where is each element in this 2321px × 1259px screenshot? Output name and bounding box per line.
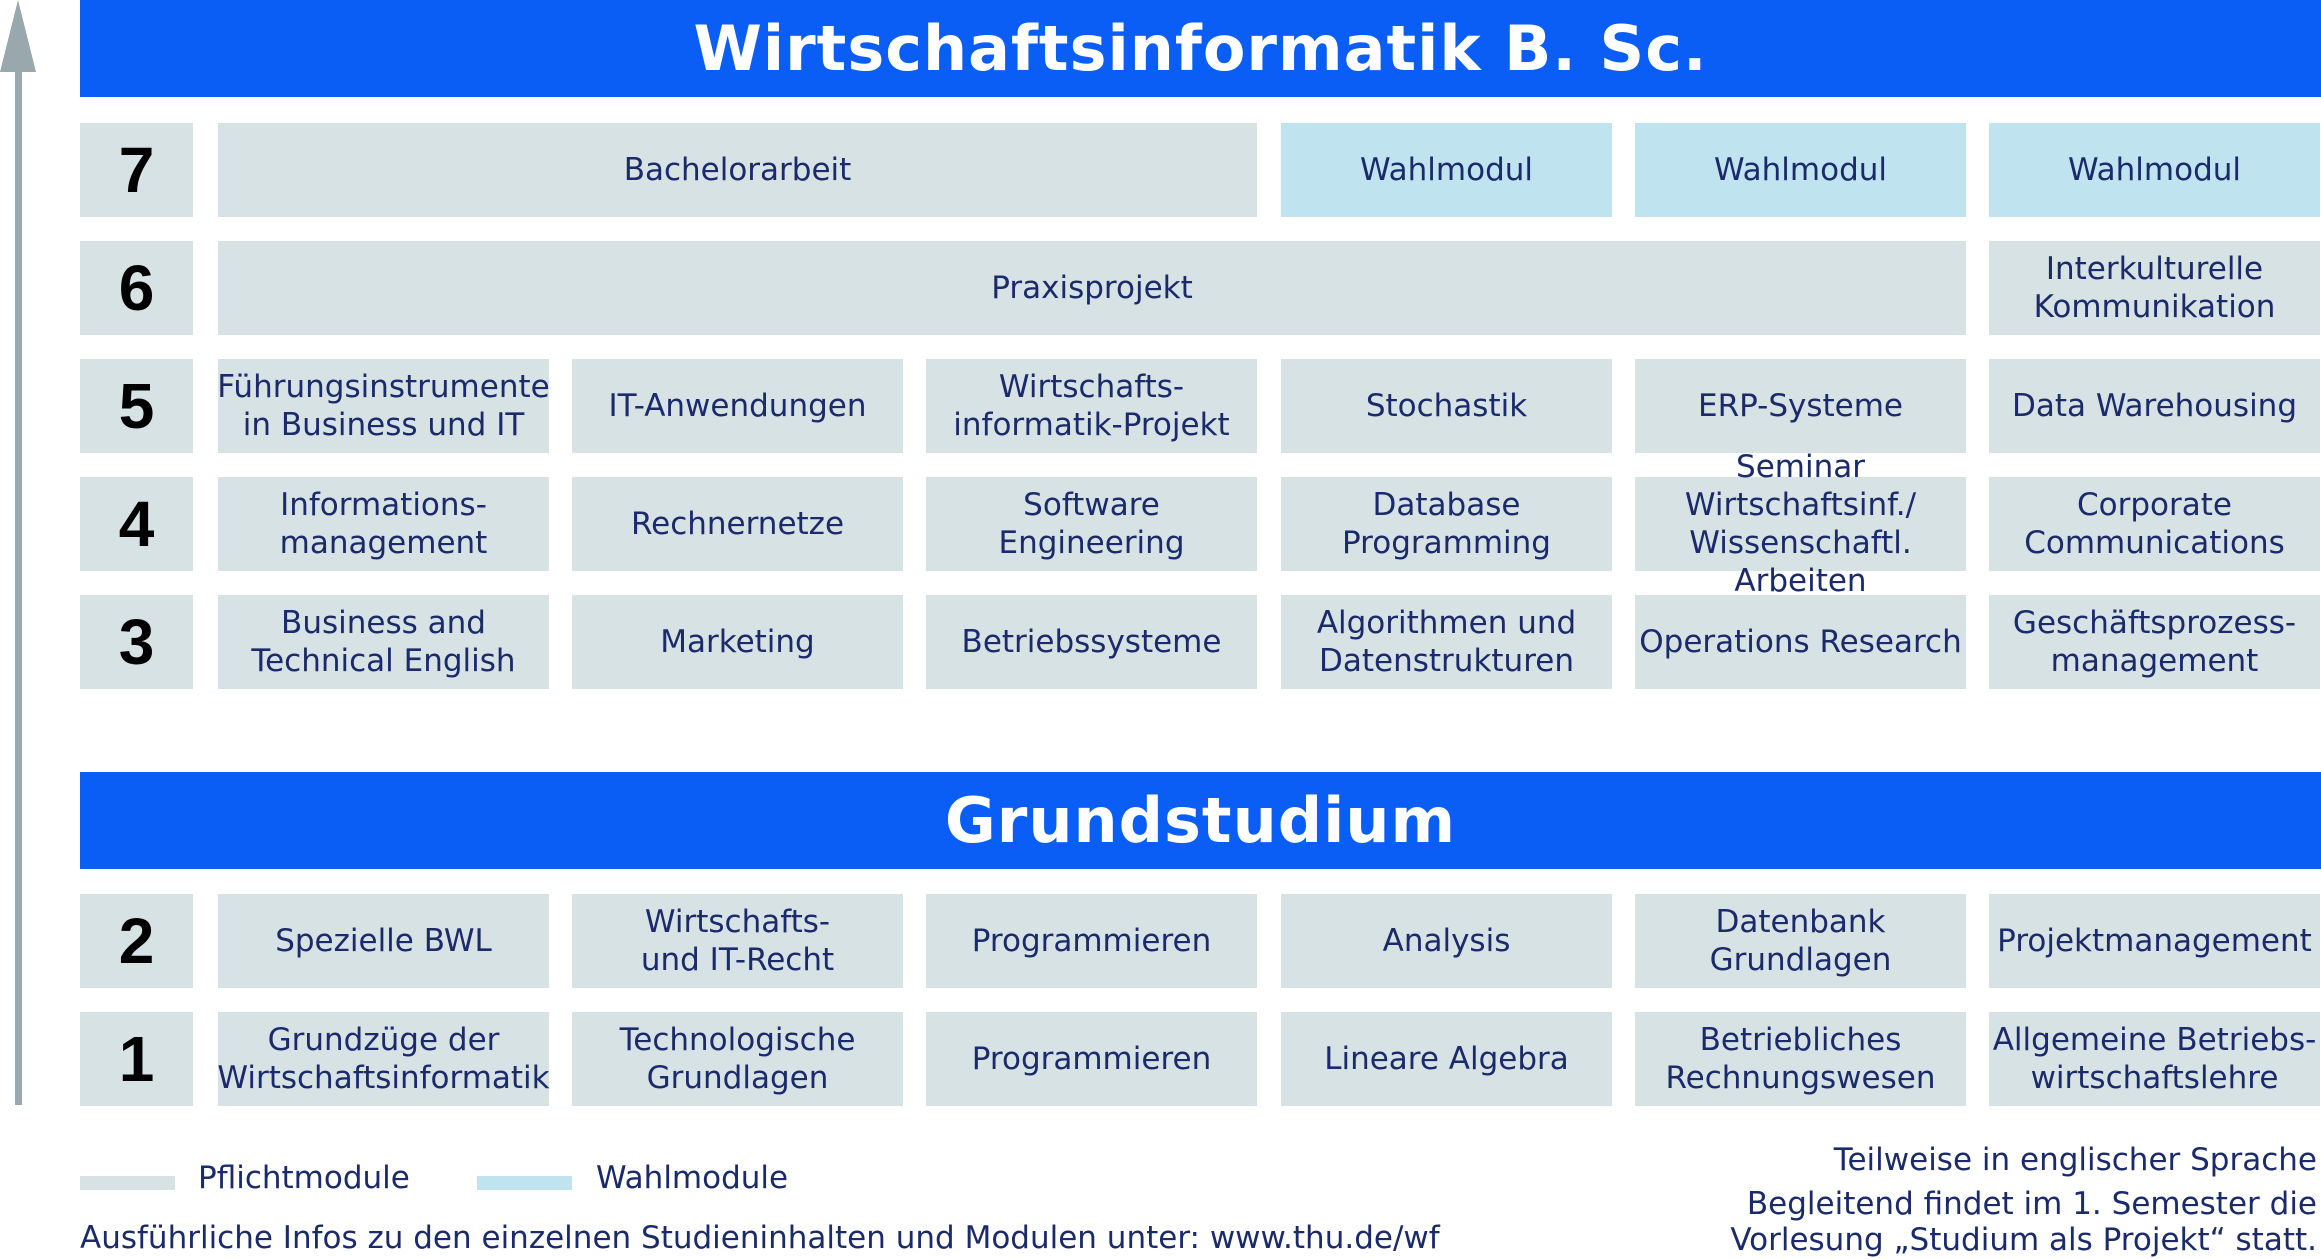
module-cell: Interkulturelle Kommunikation — [1989, 241, 2320, 335]
semester-number-5: 5 — [80, 359, 193, 453]
semester-number-7: 7 — [80, 123, 193, 217]
module-cell: Algorithmen und Datenstrukturen — [1281, 595, 1612, 689]
module-cell: Programmieren — [926, 1012, 1257, 1106]
legend-swatch-wahl — [477, 1176, 572, 1190]
module-cell: Betriebssysteme — [926, 595, 1257, 689]
module-cell: Analysis — [1281, 894, 1612, 988]
module-cell: Wahlmodul — [1281, 123, 1612, 217]
module-cell: Grundzüge der Wirtschaftsinformatik — [217, 1012, 550, 1106]
module-cell: IT-Anwendungen — [572, 359, 903, 453]
module-cell: Wahlmodul — [1989, 123, 2320, 217]
module-cell: Operations Research — [1635, 595, 1966, 689]
semester-number-6: 6 — [80, 241, 193, 335]
semester-number-4: 4 — [80, 477, 193, 571]
legend-label-wahl: Wahlmodule — [596, 1160, 789, 1196]
module-cell: Wirtschafts- informatik-Projekt — [926, 359, 1257, 453]
arrow-shaft — [15, 45, 22, 1105]
semester-number-3: 3 — [80, 595, 193, 689]
module-cell: Software Engineering — [926, 477, 1257, 571]
module-cell: Stochastik — [1281, 359, 1612, 453]
module-cell: Programmieren — [926, 894, 1257, 988]
module-cell: Technologische Grundlagen — [572, 1012, 903, 1106]
module-cell: Führungsinstrumente in Business und IT — [217, 359, 550, 453]
legend-label-pflicht: Pflichtmodule — [198, 1160, 410, 1196]
module-cell: Spezielle BWL — [218, 894, 549, 988]
module-cell: Allgemeine Betriebs- wirtschaftslehre — [1989, 1012, 2320, 1106]
english-note: Teilweise in englischer Sprache — [1833, 1142, 2317, 1178]
module-cell: Wahlmodul — [1635, 123, 1966, 217]
module-cell: Business and Technical English — [218, 595, 549, 689]
semester-number-1: 1 — [80, 1012, 193, 1106]
page-title: Wirtschaftsinformatik B. Sc. — [80, 0, 2321, 97]
module-cell: Lineare Algebra — [1281, 1012, 1612, 1106]
module-cell: Seminar Wirtschaftsinf./ Wissenschaftl. … — [1635, 449, 1966, 599]
accompanying-note: Begleitend findet im 1. Semester die Vor… — [1730, 1186, 2317, 1258]
accompanying-note-line1: Begleitend findet im 1. Semester die — [1746, 1186, 2317, 1222]
semester-number-2: 2 — [80, 894, 193, 988]
module-cell: Projektmanagement — [1989, 894, 2320, 988]
module-cell: Praxisprojekt — [218, 241, 1966, 335]
module-cell: Rechnernetze — [572, 477, 903, 571]
module-cell: Informations- management — [218, 477, 549, 571]
section-title-grundstudium: Grundstudium — [80, 772, 2321, 869]
module-cell: ERP-Systeme — [1635, 359, 1966, 453]
module-cell: Corporate Communications — [1989, 477, 2320, 571]
info-note: Ausführliche Infos zu den einzelnen Stud… — [80, 1220, 1440, 1256]
accompanying-note-line2: Vorlesung „Studium als Projekt“ statt. — [1730, 1222, 2317, 1258]
module-cell: Wirtschafts- und IT-Recht — [572, 894, 903, 988]
module-cell: Marketing — [572, 595, 903, 689]
legend-swatch-pflicht — [80, 1176, 175, 1190]
module-cell: Data Warehousing — [1989, 359, 2320, 453]
module-cell: Database Programming — [1281, 477, 1612, 571]
module-cell: Betriebliches Rechnungswesen — [1635, 1012, 1966, 1106]
module-cell: Bachelorarbeit — [218, 123, 1257, 217]
module-cell: Datenbank Grundlagen — [1635, 894, 1966, 988]
module-cell: Geschäftsprozess- management — [1989, 595, 2320, 689]
